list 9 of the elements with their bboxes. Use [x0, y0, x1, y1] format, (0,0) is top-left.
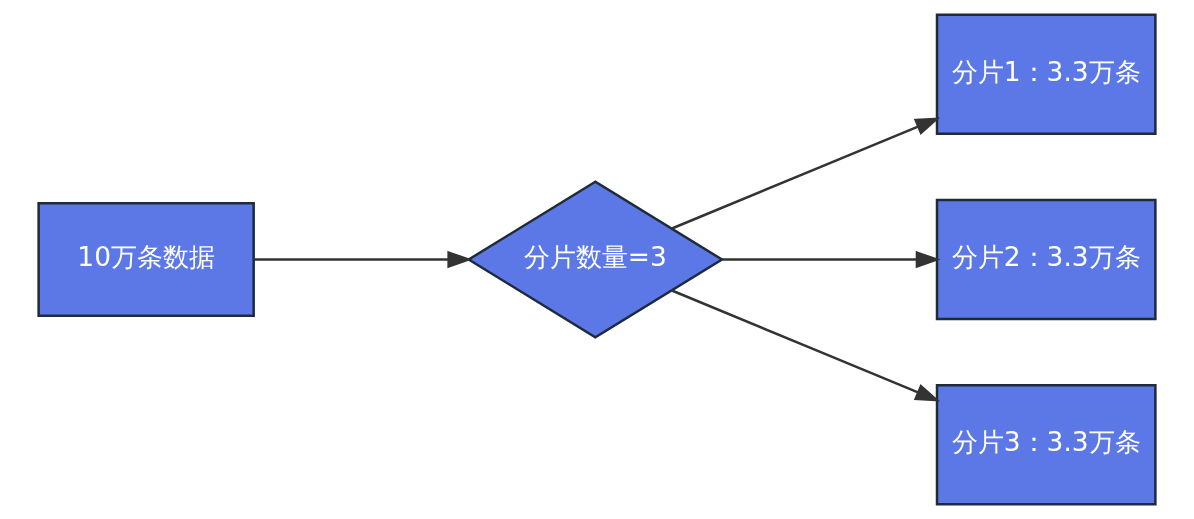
arrow — [254, 250, 473, 269]
node-box: 分片2：3.3万条 — [935, 198, 1157, 321]
node-box: 分片3：3.3万条 — [935, 384, 1157, 506]
arrow — [671, 117, 941, 230]
node-box: 10万条数据 — [37, 202, 255, 317]
node-box: 分片1：3.3万条 — [935, 13, 1157, 135]
arrow — [722, 250, 941, 269]
node-diamond: 分片数量=3 — [466, 180, 725, 339]
arrow — [671, 289, 941, 402]
